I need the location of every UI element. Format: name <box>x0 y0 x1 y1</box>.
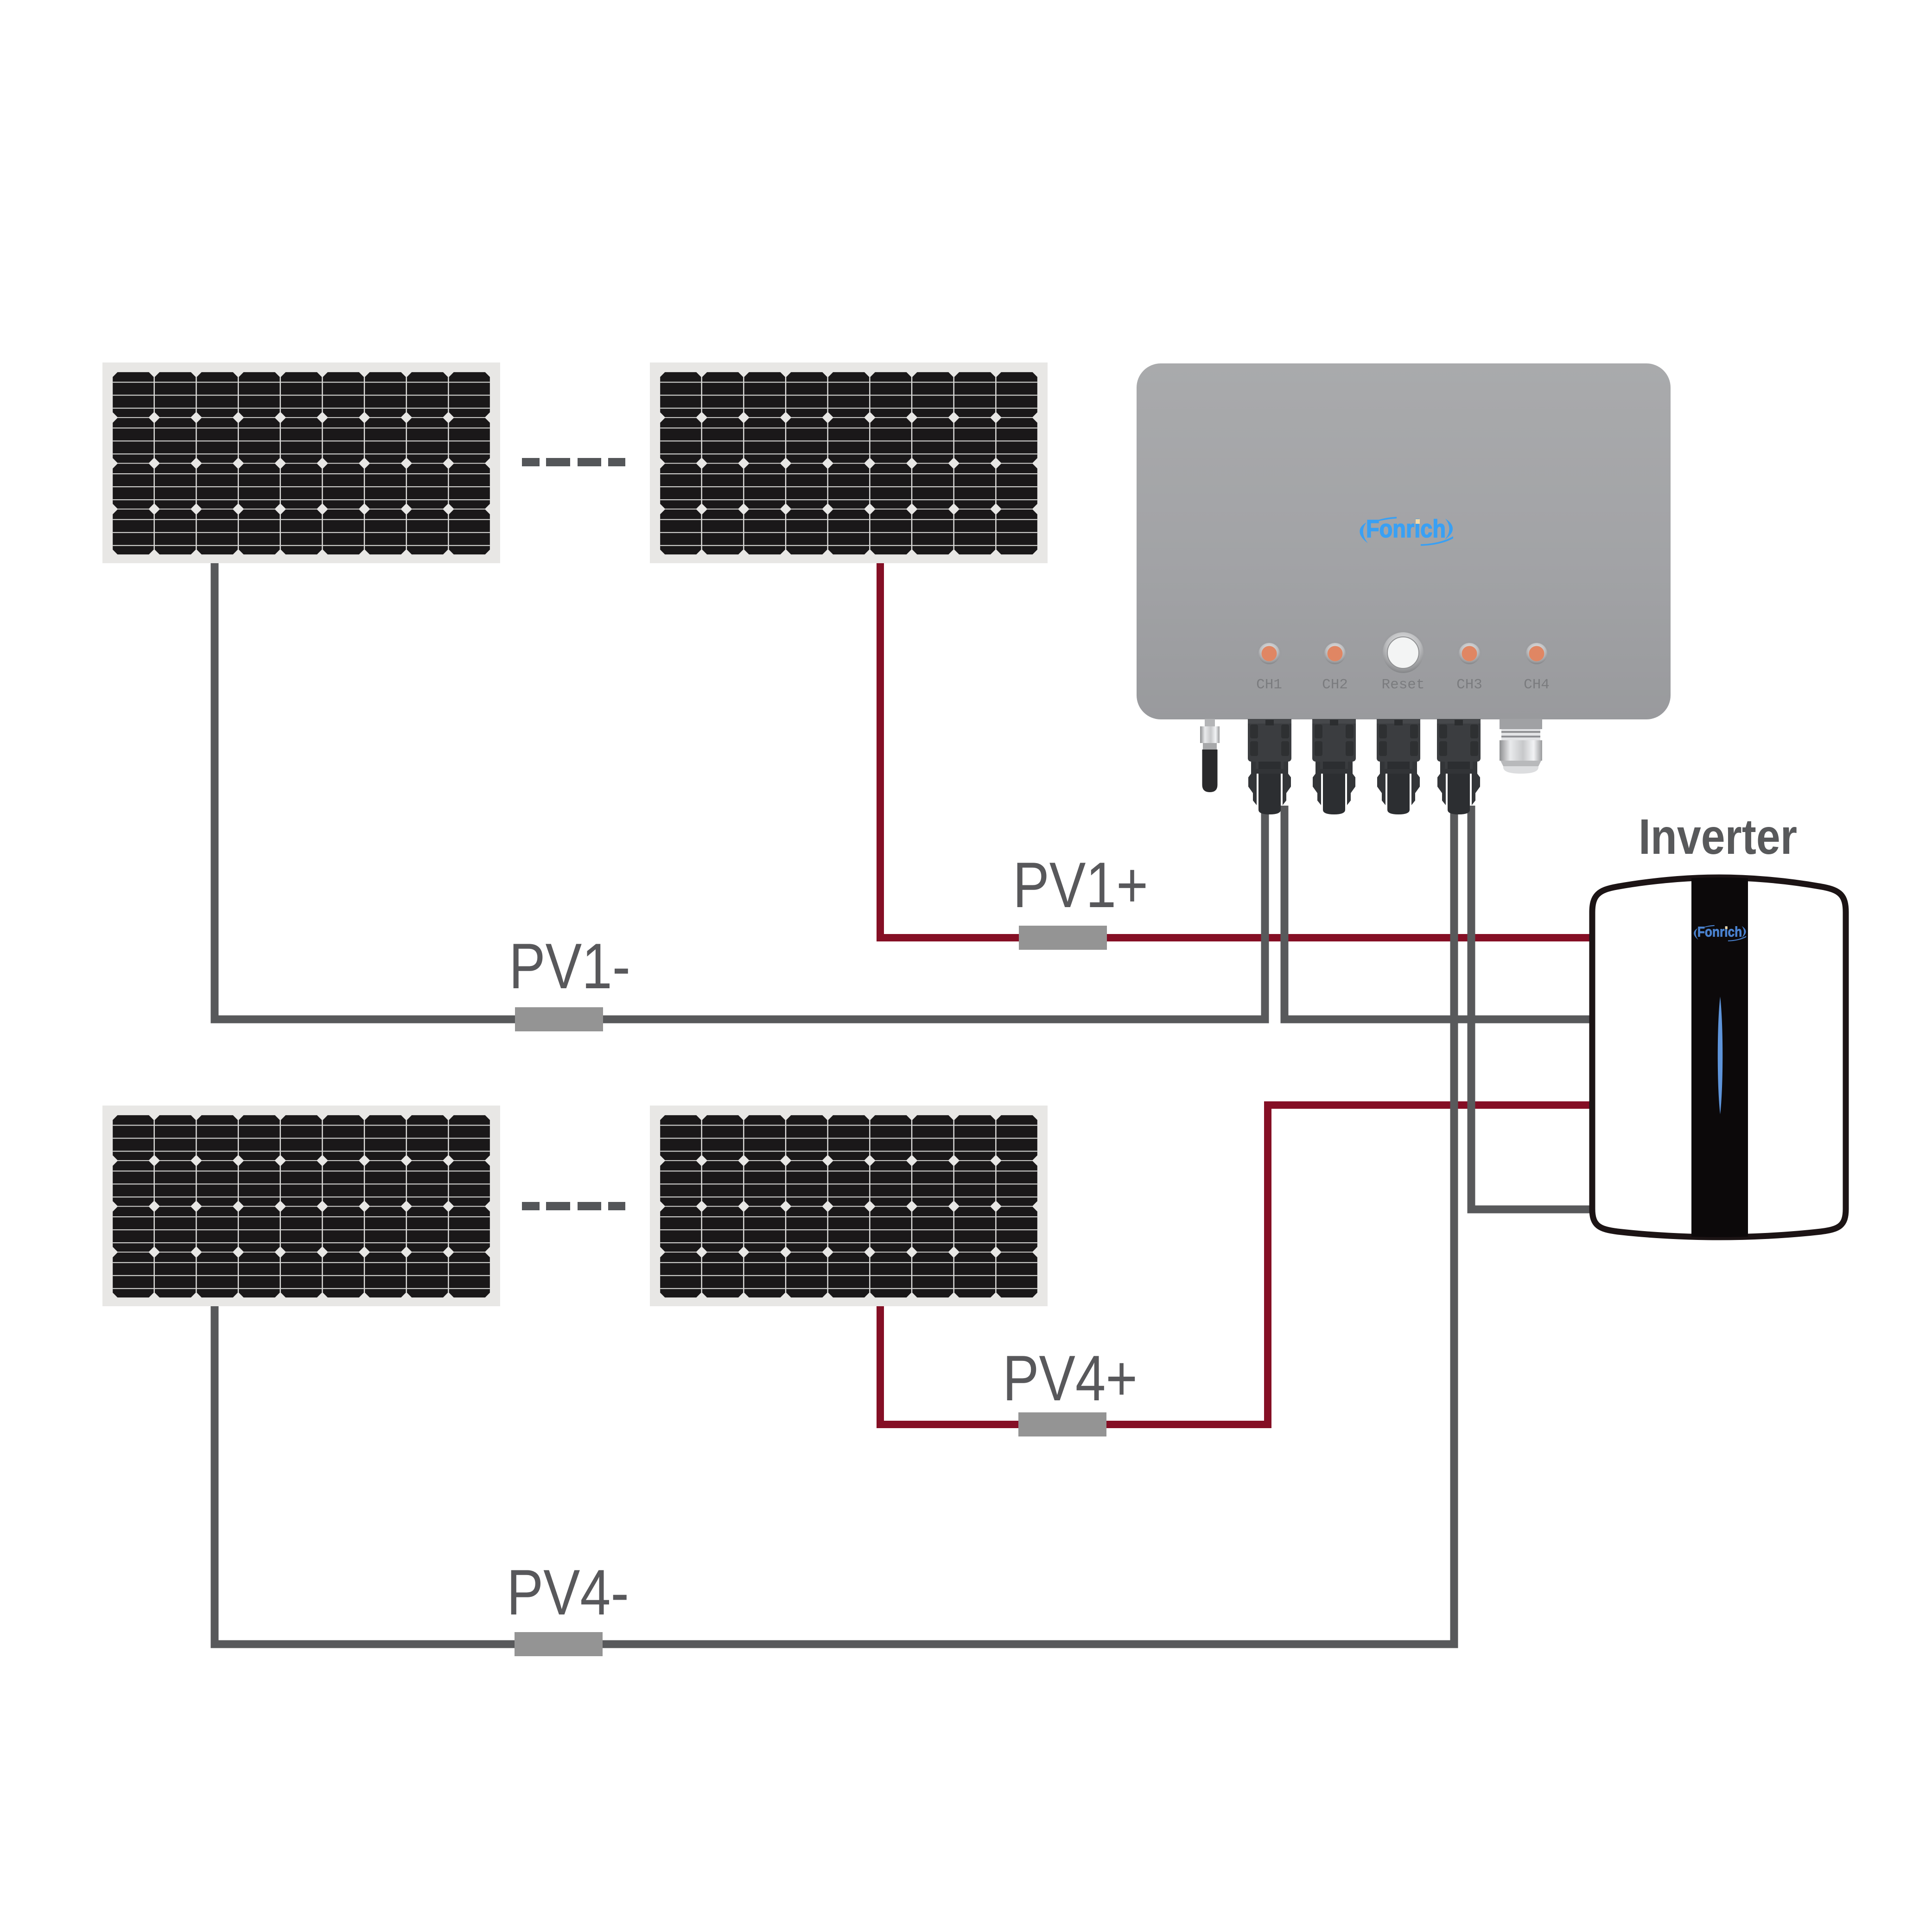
svg-text:Reset: Reset <box>1381 677 1424 693</box>
svg-text:PV1+: PV1+ <box>1013 849 1148 921</box>
svg-text:CH3: CH3 <box>1456 677 1482 693</box>
svg-text:PV4+: PV4+ <box>1003 1342 1138 1414</box>
svg-text:Inverter: Inverter <box>1639 808 1797 864</box>
svg-text:CH1: CH1 <box>1256 677 1282 693</box>
svg-text:CH4: CH4 <box>1524 677 1550 693</box>
svg-text:PV1-: PV1- <box>509 930 630 1002</box>
svg-text:PV4-: PV4- <box>507 1557 629 1628</box>
svg-text:CH2: CH2 <box>1322 677 1348 693</box>
